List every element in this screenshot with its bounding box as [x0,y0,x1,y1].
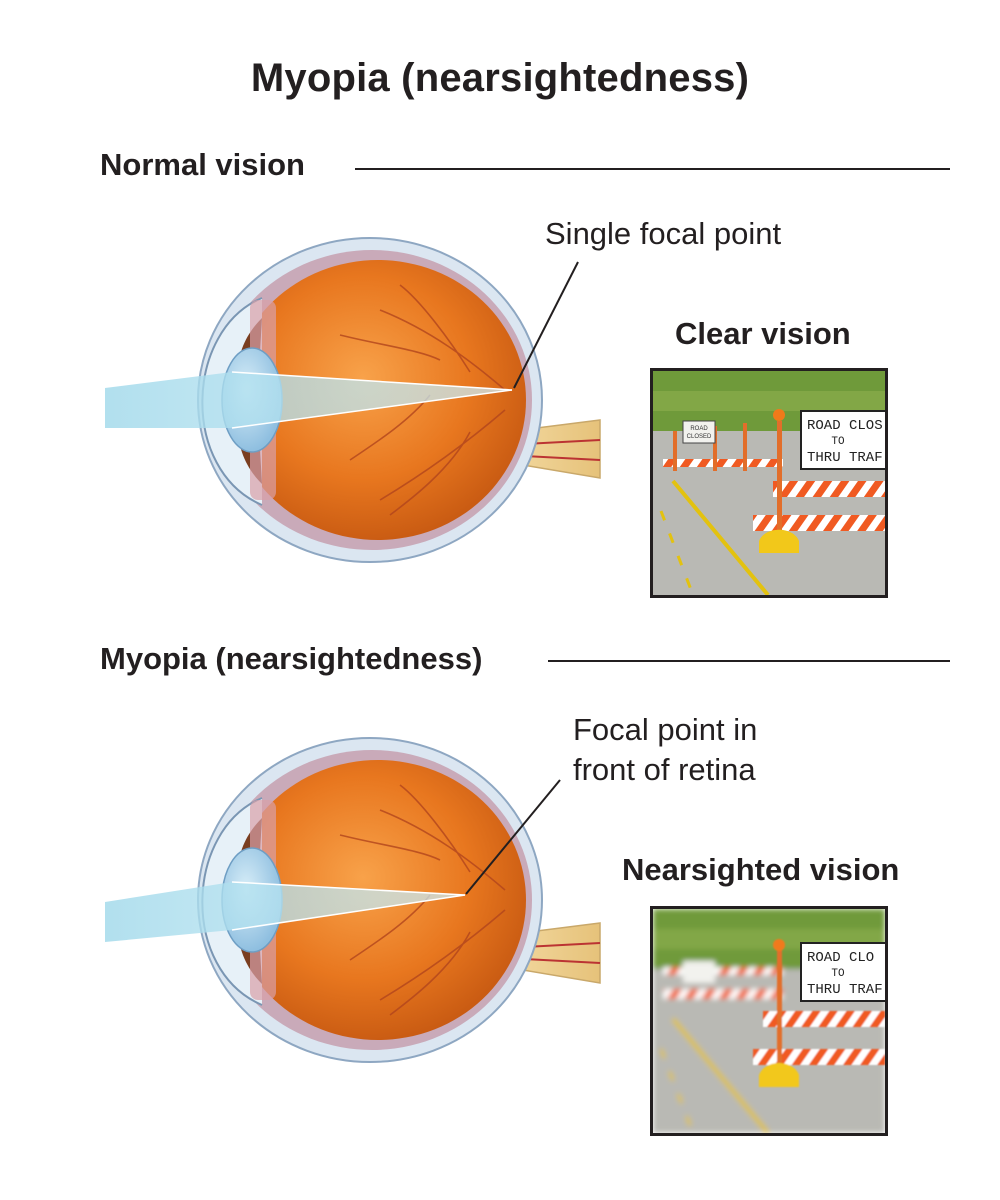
eye-normal [105,237,601,563]
page-title: Myopia (nearsightedness) [250,56,750,100]
callout-single-focal-point: Single focal point [545,214,781,254]
callout-focal-point-front: Focal point in front of retina [573,710,757,790]
small-sign-line: ROAD [690,426,708,432]
callout-line: Single focal point [545,216,782,251]
section-myopia-rule [548,660,950,662]
callout-line: Focal point in [573,712,758,747]
section-myopia-heading: Myopia (nearsightedness) [100,641,483,676]
small-sign-line: CLOSED [687,434,712,440]
eye-myopia [105,737,601,1063]
sign-line-3: THRU TRAF [807,450,883,466]
callout-line: front of retina [573,752,756,787]
sign-line-1: ROAD CLO [807,950,874,966]
section-normal-rule [355,168,950,170]
sign-line-1: ROAD CLOS [807,418,883,434]
sign-line-3: THRU TRAF [807,982,883,998]
sign-line-2: TO [831,436,845,448]
road-scene-blurred: ROAD CLO TO THRU TRAF [653,909,885,1133]
photo-caption-clear: Clear vision [675,316,851,351]
sign-line-2: TO [831,968,845,980]
photo-nearsighted-vision: ROAD CLO TO THRU TRAF [650,906,888,1136]
road-scene-clear: ROAD CLOSED ROAD CLOS TO THRU TRAF [653,371,885,595]
photo-clear-vision: ROAD CLOSED ROAD CLOS TO THRU TRAF [650,368,888,598]
section-normal-heading: Normal vision [100,147,305,182]
photo-caption-nearsighted: Nearsighted vision [622,852,900,887]
